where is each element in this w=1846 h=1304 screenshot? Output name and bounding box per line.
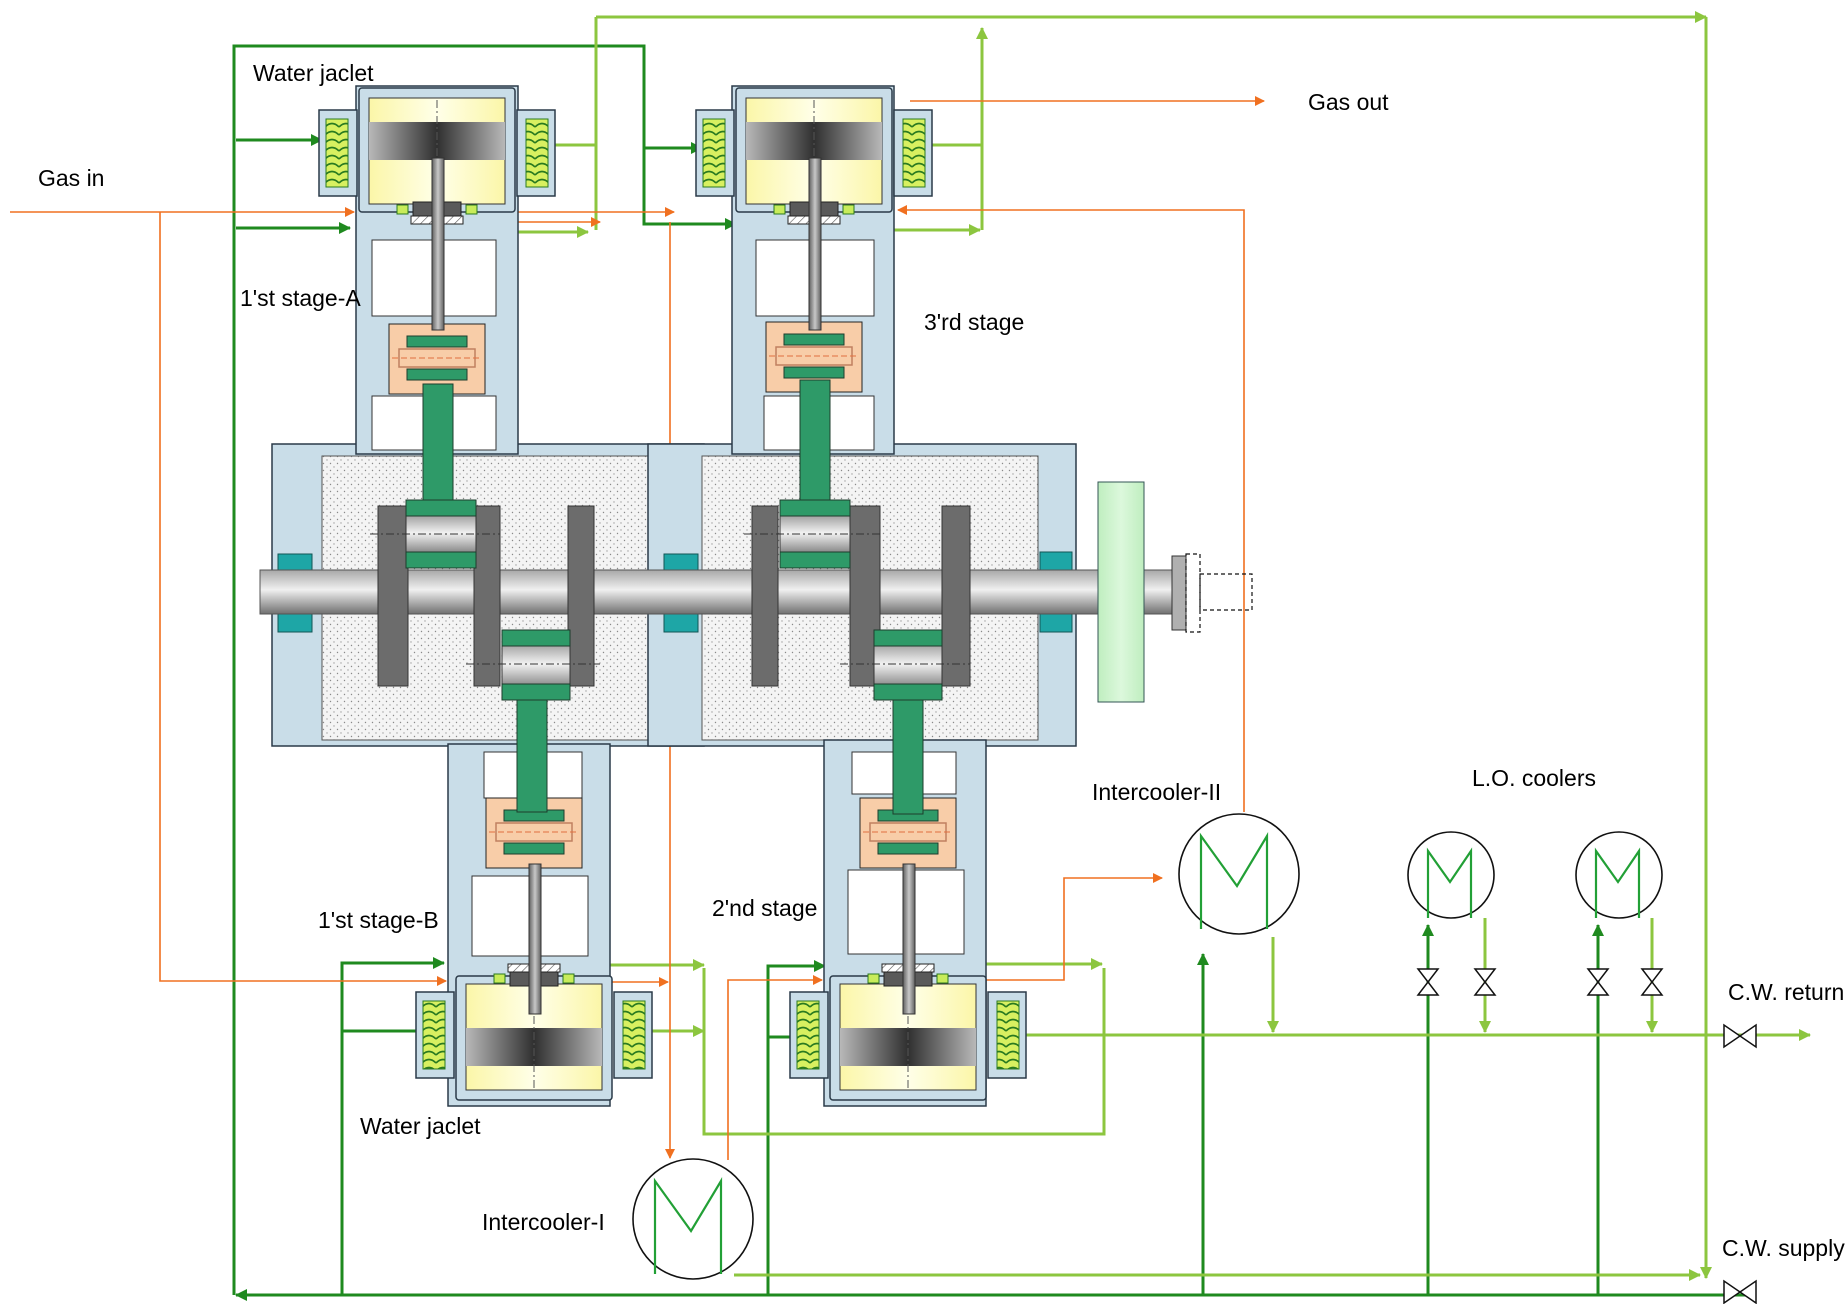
label-gas-out: Gas out (1308, 89, 1389, 115)
label-cw-return: C.W. return (1728, 979, 1844, 1005)
label-lo-coolers: L.O. coolers (1472, 765, 1596, 791)
label-cw-supply: C.W. supply (1722, 1235, 1845, 1261)
stage-2-cylinder (789, 629, 1027, 1107)
label-water-jacket-bottom: Water jaclet (360, 1113, 481, 1139)
label-intercooler-1: Intercooler-I (482, 1209, 605, 1235)
lo-cooler-2-heat-exchanger-icon (1574, 830, 1664, 920)
intercooler-2-heat-exchanger-icon (1177, 812, 1301, 936)
crankshaft (259, 481, 1253, 703)
label-stage-1b: 1'st stage-B (318, 907, 439, 933)
label-stage-3: 3'rd stage (924, 309, 1024, 335)
stage-1b-cylinder (415, 629, 653, 1107)
cooling-water-supply-lines (232, 44, 1750, 1301)
cooling-water-return-lines (480, 11, 1811, 1281)
gas-lines (10, 96, 1265, 1160)
label-stage-2: 2'nd stage (712, 895, 817, 921)
intercooler-1-heat-exchanger-icon (631, 1157, 755, 1281)
stage-3-cylinder (695, 85, 933, 569)
label-water-jacket-top: Water jaclet (253, 60, 374, 86)
stage-1a-cylinder (318, 85, 556, 569)
label-stage-1a: 1'st stage-A (240, 285, 361, 311)
label-gas-in: Gas in (38, 165, 104, 191)
lo-cooler-1-heat-exchanger-icon (1406, 830, 1496, 920)
label-intercooler-2: Intercooler-II (1092, 779, 1221, 805)
